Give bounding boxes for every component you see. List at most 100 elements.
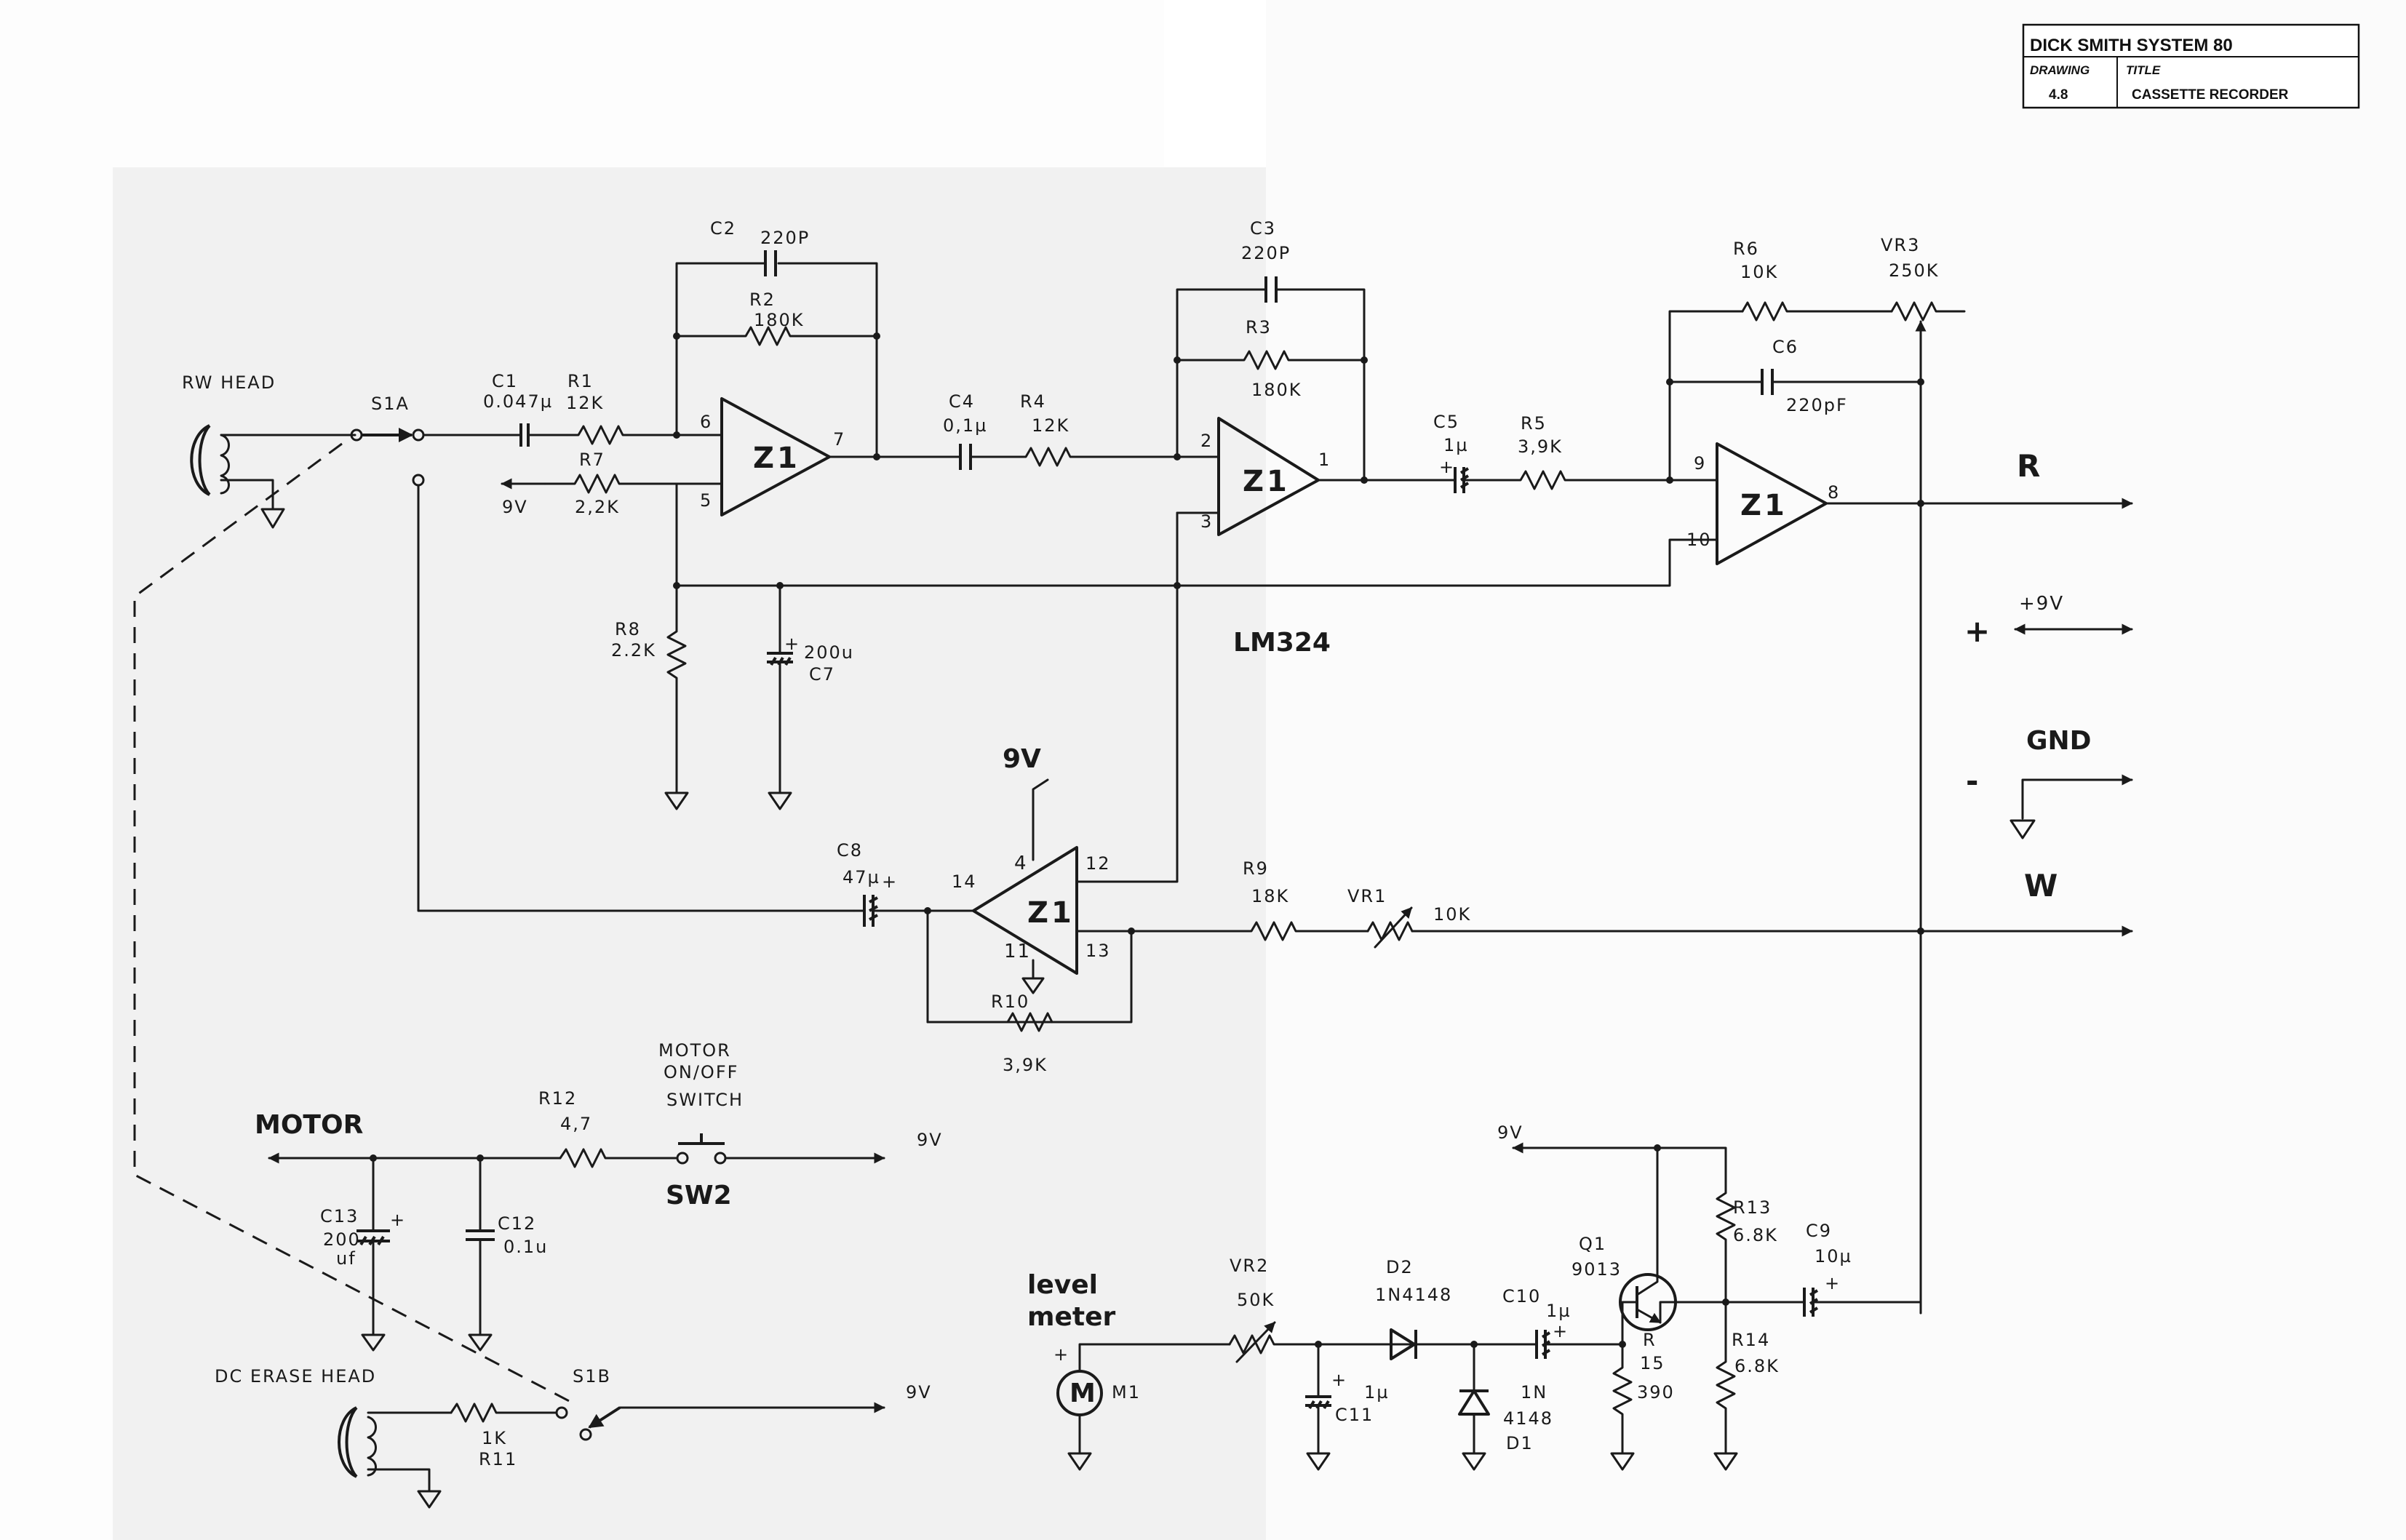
r10-value: 3,9K bbox=[1003, 1055, 1048, 1075]
c8-ref: C8 bbox=[837, 840, 863, 861]
cap-c7: + 200u C7 bbox=[767, 584, 854, 810]
pin-12: 12 bbox=[1086, 853, 1111, 874]
r12-value: 4,7 bbox=[560, 1114, 592, 1134]
vr1-ref: VR1 bbox=[1347, 886, 1387, 906]
cap-c11: + 1µ C11 bbox=[1305, 1343, 1390, 1471]
pin-2: 2 bbox=[1200, 431, 1213, 451]
r2-value: 180K bbox=[754, 310, 805, 330]
erase-9v: 9V bbox=[906, 1382, 932, 1403]
rw-head: RW HEAD bbox=[182, 372, 356, 529]
r9-value: 18K bbox=[1251, 886, 1289, 906]
c6-ref: C6 bbox=[1772, 337, 1798, 357]
c12-value: 0.1u bbox=[503, 1237, 548, 1257]
r7-9v-label: 9V bbox=[502, 497, 528, 517]
r12-ref: R12 bbox=[538, 1088, 577, 1109]
r10-ref: R10 bbox=[991, 992, 1029, 1012]
plus-sign: + bbox=[1964, 613, 1990, 649]
resistor-r5: R5 3,9K bbox=[1464, 413, 1671, 490]
r6-value: 10K bbox=[1740, 262, 1778, 282]
r5-ref: R5 bbox=[1521, 413, 1547, 434]
paper-right bbox=[1266, 0, 2406, 1540]
title-block-title: CASSETTE RECORDER bbox=[2132, 87, 2289, 103]
sw2-desc-3: SWITCH bbox=[666, 1090, 744, 1110]
pin-13: 13 bbox=[1086, 941, 1111, 961]
cap-c2: C2 220P bbox=[710, 218, 808, 276]
r3-value: 180K bbox=[1251, 380, 1302, 400]
r15-ref: R bbox=[1643, 1330, 1657, 1350]
c11-value: 1µ bbox=[1364, 1382, 1390, 1403]
r13-ref: R13 bbox=[1733, 1197, 1772, 1218]
meter-plus: + bbox=[1053, 1344, 1069, 1365]
level-label-b: meter bbox=[1027, 1302, 1116, 1332]
c13-unit: uf bbox=[336, 1248, 356, 1269]
c8-value: 47µ bbox=[843, 867, 880, 887]
r11-ref: R11 bbox=[479, 1449, 517, 1469]
z1-label-3: Z1 bbox=[1740, 489, 1788, 522]
resistor-r11: 1K R11 bbox=[450, 1403, 558, 1469]
resistor-r3: R3 180K bbox=[1176, 317, 1366, 400]
d1-ref: D1 bbox=[1506, 1433, 1534, 1453]
c6-value: 220pF bbox=[1786, 395, 1848, 415]
ground-symbol bbox=[260, 508, 285, 529]
cap-c13: C13 200 uf + bbox=[320, 1157, 406, 1352]
d1-value-b: 4148 bbox=[1503, 1408, 1553, 1429]
resistor-r4: R4 12K bbox=[969, 391, 1179, 467]
resistor-r9: R9 18K bbox=[1130, 858, 1369, 941]
pin-9: 9 bbox=[1694, 453, 1706, 474]
sw2-desc-1: MOTOR bbox=[658, 1040, 731, 1061]
meter-m1: M M1 + bbox=[1053, 1343, 1231, 1471]
pin-3: 3 bbox=[1200, 511, 1213, 532]
resistor-r6: R6 10K bbox=[1733, 239, 1893, 322]
r11-value: 1K bbox=[482, 1428, 507, 1448]
switch-s1a: S1A bbox=[350, 394, 425, 487]
r6-ref: R6 bbox=[1733, 239, 1759, 259]
resistor-r2: R2 180K bbox=[675, 290, 878, 346]
q1-ref: Q1 bbox=[1579, 1234, 1606, 1254]
c10-plus: + bbox=[1553, 1321, 1569, 1341]
pin-8: 8 bbox=[1828, 482, 1840, 503]
cap-c8: C8 47µ + bbox=[837, 840, 975, 927]
d2-value: 1N4148 bbox=[1375, 1285, 1452, 1305]
r15-value: 390 bbox=[1637, 1382, 1675, 1403]
write-amp-9v: 9V bbox=[1003, 744, 1041, 774]
motor-label: MOTOR bbox=[255, 1110, 363, 1140]
c7-value: 200u bbox=[804, 642, 854, 663]
wire-s1a-to-c8 bbox=[417, 484, 856, 912]
opamp-z1-stage2: Z1 2 3 1 bbox=[1176, 417, 1366, 536]
d2-ref: D2 bbox=[1386, 1257, 1414, 1277]
vr3-value: 250K bbox=[1889, 260, 1940, 281]
c7-ref: C7 bbox=[809, 664, 835, 685]
q1-value: 9013 bbox=[1572, 1259, 1622, 1280]
resistor-r1: R1 12K bbox=[566, 371, 678, 445]
c9-plus: + bbox=[1825, 1273, 1841, 1293]
power-legend: + +9V - GND bbox=[1964, 593, 2133, 839]
output-w: W bbox=[2024, 868, 2058, 903]
resistor-r14: R14 6.8K bbox=[1713, 1301, 1778, 1471]
pin-11: 11 bbox=[1004, 941, 1031, 962]
vr1-value: 10K bbox=[1433, 904, 1471, 925]
c13-ref: C13 bbox=[320, 1206, 359, 1226]
z1-label-2: Z1 bbox=[1243, 465, 1290, 498]
c8-plus: + bbox=[882, 871, 898, 892]
c4-value: 0,1µ bbox=[943, 415, 987, 436]
ic-label: LM324 bbox=[1233, 628, 1331, 658]
vr2-ref: VR2 bbox=[1230, 1256, 1269, 1276]
opamp-z1-stage1: Z1 6 5 7 bbox=[675, 397, 878, 516]
cap-c12: C12 0.1u bbox=[466, 1157, 548, 1352]
c3-value: 220P bbox=[1241, 243, 1291, 263]
cap-c9: C9 10µ + bbox=[1724, 1221, 1922, 1317]
resistor-r10: R10 3,9K bbox=[926, 992, 1053, 1075]
c13-plus: + bbox=[390, 1210, 406, 1230]
vr3-ref: VR3 bbox=[1881, 235, 1920, 255]
c11-ref: C11 bbox=[1335, 1405, 1374, 1425]
switch-s1b: S1B bbox=[555, 1366, 621, 1441]
c1-ref: C1 bbox=[492, 371, 518, 391]
sw2-label: SW2 bbox=[666, 1181, 732, 1210]
gnd-label: GND bbox=[2026, 726, 2092, 756]
c1-value: 0.047µ bbox=[483, 391, 553, 412]
pot-vr2: VR2 50K bbox=[1228, 1256, 1457, 1363]
c10-ref: C10 bbox=[1502, 1286, 1541, 1306]
c9-value: 10µ bbox=[1815, 1246, 1852, 1266]
r7-ref: R7 bbox=[579, 450, 605, 470]
